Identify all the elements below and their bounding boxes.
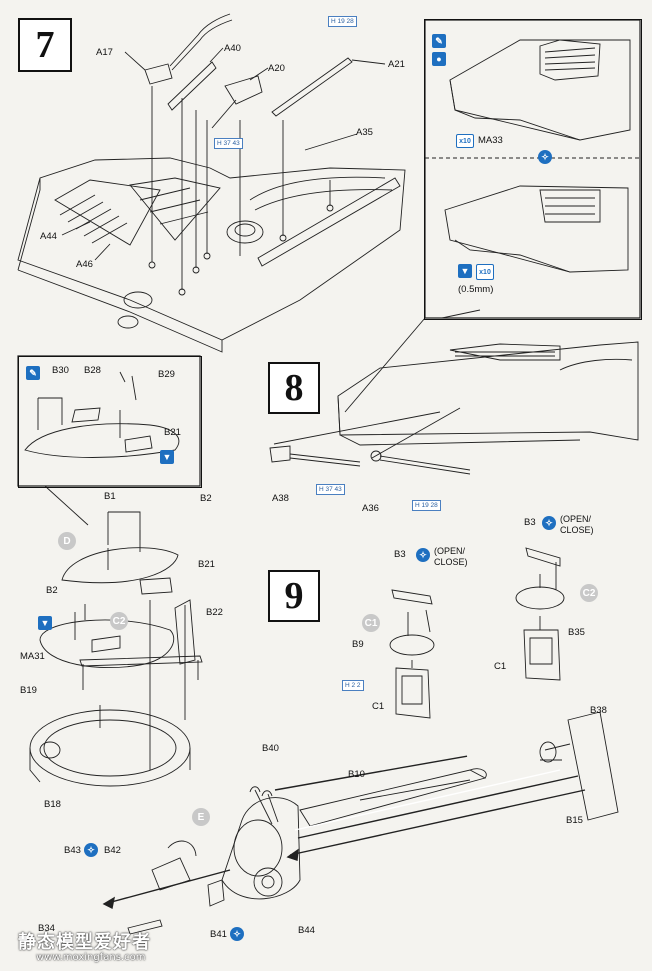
watermark-url: www.moxingfans.com: [36, 952, 146, 963]
trim-icon: ▼: [458, 264, 472, 278]
marker-c2-right: C2: [580, 584, 598, 602]
part-label-b10: B10: [348, 769, 365, 780]
step-9-number: 9: [268, 570, 320, 622]
part-label-b44: B44: [298, 925, 315, 936]
watermark-chinese: 静态模型爱好者: [18, 932, 151, 953]
paint-ref-a36: H 19 28: [412, 500, 441, 511]
part-label-ma31: MA31: [20, 651, 45, 662]
trim-icon-2: ▼: [160, 450, 174, 464]
part-label-b43: B43: [64, 845, 81, 856]
brush-icon: ✎: [432, 34, 446, 48]
part-label-b35: B35: [568, 627, 585, 638]
paint-ref-c1: H 2 2: [342, 680, 364, 691]
step-8-number: 8: [268, 362, 320, 414]
paint-ref-a21: H 19 28: [328, 16, 357, 27]
part-label-a38: A38: [272, 493, 289, 504]
paint-drop-icon: ●: [432, 52, 446, 66]
open-close-icon-right: ✧: [542, 516, 556, 530]
part-label-a44: A44: [40, 231, 57, 242]
part-label-b9: B9: [352, 639, 364, 650]
marker-e: E: [192, 808, 210, 826]
part-label-a35: A35: [356, 127, 373, 138]
marker-c1: C1: [362, 614, 380, 632]
marker-c2-left: C2: [110, 612, 128, 630]
part-label-ma33: MA33: [478, 135, 503, 146]
part-label-b3-right: B3: [524, 517, 536, 528]
open-close-icon-left: ✧: [416, 548, 430, 562]
part-label-b42: B42: [104, 845, 121, 856]
part-label-b38: B38: [590, 705, 607, 716]
part-label-a17: A17: [96, 47, 113, 58]
open-close-icon-b43: ✧: [84, 843, 98, 857]
part-label-b41: B41: [210, 929, 227, 940]
part-label-b15: B15: [566, 815, 583, 826]
part-label-b30: B30: [52, 365, 69, 376]
compare-circle-icon: ✧: [538, 150, 552, 164]
marker-d: D: [58, 532, 76, 550]
paint-ref-a20: H 37 43: [214, 138, 243, 149]
part-label-a40: A40: [224, 43, 241, 54]
part-label-b21-detail: B21: [164, 427, 181, 438]
cupola-detail-callout: [18, 356, 202, 488]
open-close-icon-b41: ✧: [230, 927, 244, 941]
part-label-b21: B21: [198, 559, 215, 570]
part-label-b3-left: B3: [394, 549, 406, 560]
step-7-number: 7: [18, 18, 72, 72]
paint-ref-a38: H 37 43: [316, 484, 345, 495]
open-close-note-left: (OPEN/CLOSE): [434, 546, 468, 567]
step-7-detail-callout: [424, 19, 642, 320]
part-label-b2-lower: B2: [46, 585, 58, 596]
trim-icon-3: ▼: [38, 616, 52, 630]
thickness-note: (0.5mm): [458, 284, 494, 295]
part-label-b2: B2: [200, 493, 212, 504]
brush-icon-2: ✎: [26, 366, 40, 380]
part-label-b1: B1: [104, 491, 116, 502]
part-label-a21: A21: [388, 59, 405, 70]
open-close-note-right: (OPEN/CLOSE): [560, 514, 594, 535]
part-label-b40: B40: [262, 743, 279, 754]
part-label-c1-right: C1: [494, 661, 507, 672]
quantity-multiplier-icon: x10: [456, 134, 474, 148]
part-label-b18: B18: [44, 799, 61, 810]
part-label-b22: B22: [206, 607, 223, 618]
part-label-b29: B29: [158, 369, 175, 380]
part-label-c1-left: C1: [372, 701, 385, 712]
part-label-b19: B19: [20, 685, 37, 696]
part-label-b28: B28: [84, 365, 101, 376]
part-label-a20: A20: [268, 63, 285, 74]
part-label-a36: A36: [362, 503, 379, 514]
quantity-multiplier-icon-2: x10: [476, 264, 494, 280]
part-label-b34: B34: [38, 923, 55, 934]
part-label-a46: A46: [76, 259, 93, 270]
